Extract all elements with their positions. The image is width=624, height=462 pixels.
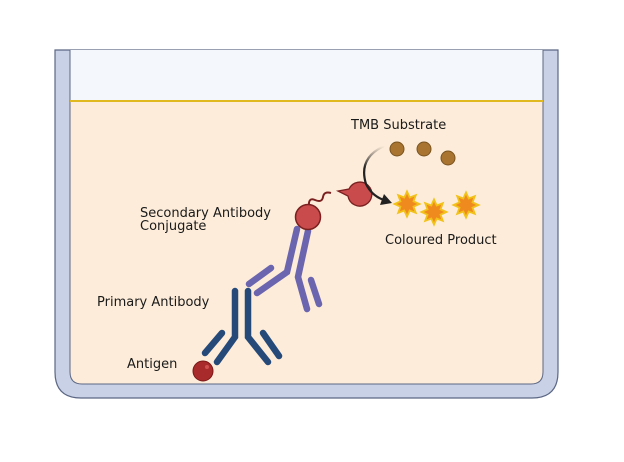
product-star-icon [392, 189, 422, 219]
coloured-product-stars [392, 189, 481, 227]
label-tmb-substrate: TMB Substrate [350, 118, 446, 133]
enzyme-icon [335, 181, 373, 207]
well-air [70, 50, 543, 101]
primary-antibody [201, 287, 283, 366]
product-star-icon [451, 190, 481, 220]
label-antigen: Antigen [127, 357, 177, 372]
label-conjugate: Conjugate [140, 219, 206, 234]
label-coloured-product: Coloured Product [385, 233, 497, 248]
enzyme-linker [307, 191, 332, 208]
product-star-icon [419, 197, 449, 227]
arrow-head-icon [380, 194, 392, 205]
antigen [192, 360, 214, 382]
label-primary-antibody: Primary Antibody [97, 295, 210, 310]
secondary-conjugate-bead [294, 203, 322, 231]
secondary-antibody [245, 225, 323, 313]
label-secondary-antibody: Secondary Antibody [140, 206, 271, 221]
reaction-arrow [363, 145, 385, 202]
substrate-molecules [389, 141, 456, 166]
